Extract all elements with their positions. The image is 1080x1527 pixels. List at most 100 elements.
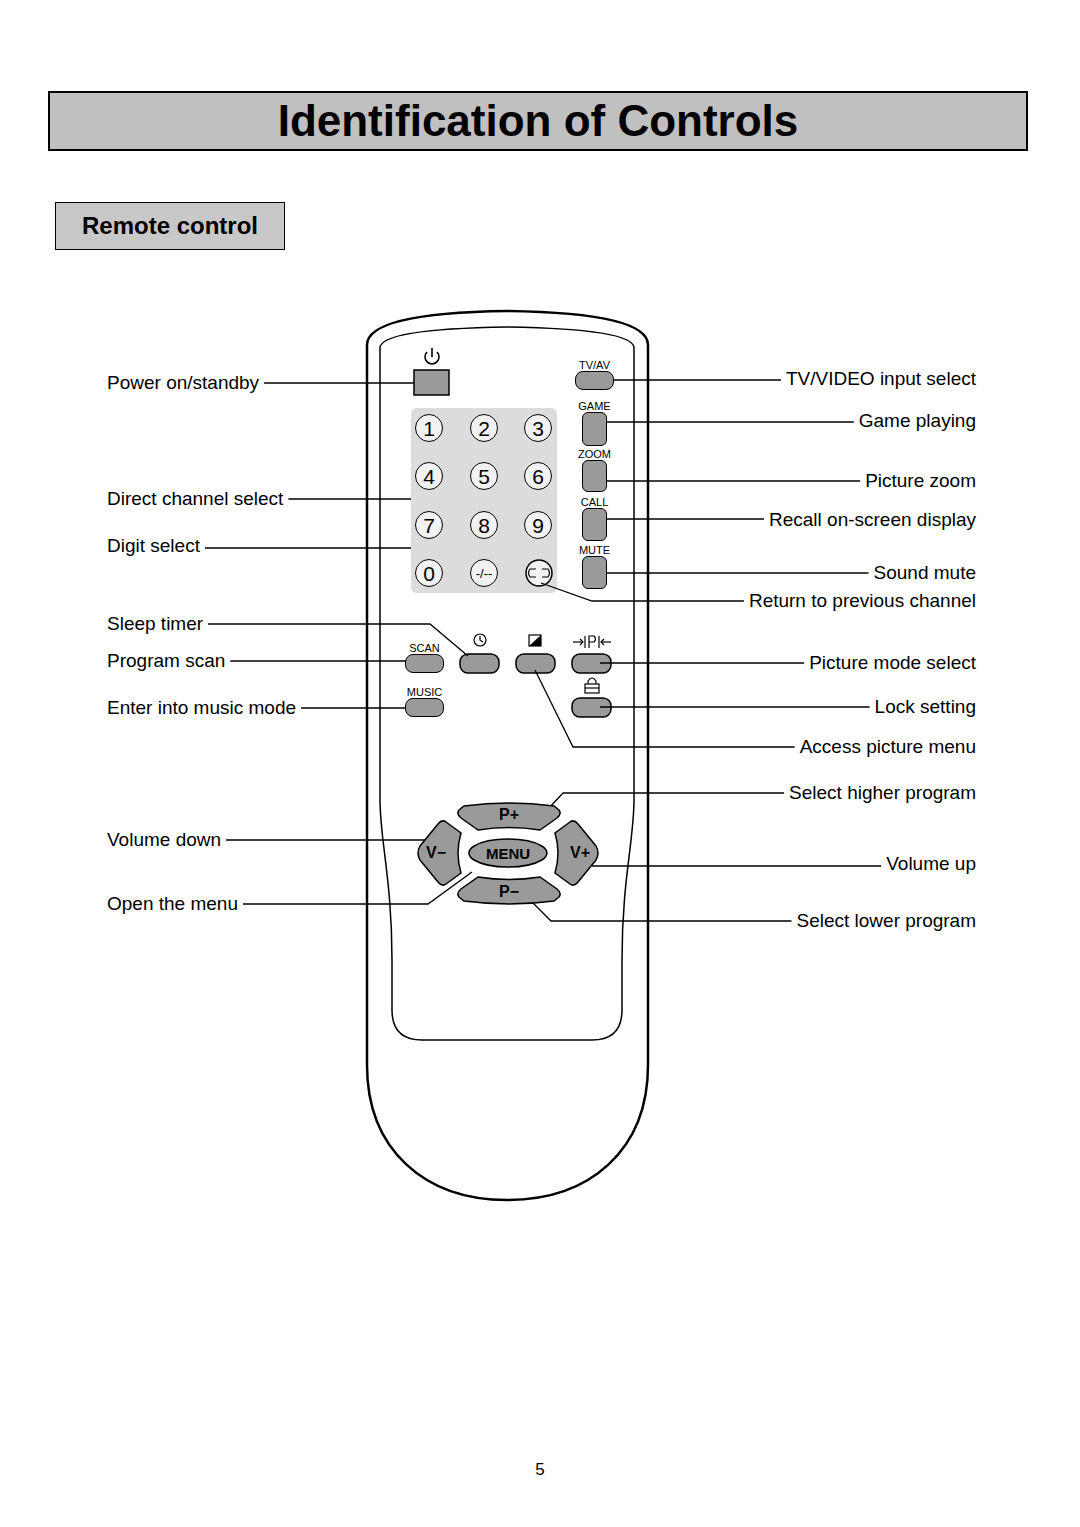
- button-caption: SCAN: [409, 642, 440, 654]
- leader-line: [530, 900, 791, 921]
- button-text: 2: [478, 418, 490, 439]
- leader-line: [301, 707, 408, 708]
- remote-button: CALL: [582, 508, 607, 541]
- callout-label: Select lower program: [796, 910, 976, 932]
- button-text: -/--: [476, 567, 493, 580]
- digit-button: 4: [415, 462, 443, 490]
- remote-button: GAME: [582, 412, 607, 446]
- callout-label: Picture zoom: [865, 470, 976, 492]
- nav-button: MENU: [468, 838, 548, 868]
- picture-mode-icon: [573, 636, 611, 648]
- remote-body: [367, 311, 648, 1200]
- button-caption: GAME: [578, 400, 610, 412]
- keypad-area: [411, 408, 557, 593]
- remote-button: MUSIC: [405, 698, 444, 717]
- leader-line: [600, 421, 854, 422]
- callout-label: Enter into music mode: [107, 697, 296, 719]
- nav-button: V−: [416, 820, 466, 886]
- callout-label: TV/VIDEO input select: [786, 368, 976, 390]
- digit-button: 1: [415, 414, 443, 442]
- callout-label: Picture mode select: [809, 652, 976, 674]
- callout-label: Select higher program: [789, 782, 976, 804]
- digit-button: 0: [415, 559, 443, 587]
- callout-label: Access picture menu: [800, 736, 976, 758]
- remote-button: ZOOM: [582, 460, 607, 492]
- callout-label: Volume down: [107, 829, 221, 851]
- button-text: 7: [423, 515, 435, 536]
- nav-button: P+: [456, 803, 562, 831]
- button-caption: TV/AV: [579, 359, 610, 371]
- leader-line: [535, 670, 795, 747]
- title-box: Identification of Controls: [48, 91, 1028, 151]
- leader-line: [205, 547, 411, 548]
- callout-label: Digit select: [107, 535, 200, 557]
- power-button: [414, 370, 449, 395]
- nav-button: V+: [550, 820, 600, 886]
- button-caption: ZOOM: [578, 448, 611, 460]
- callout-label: Return to previous channel: [749, 590, 976, 612]
- heading-text: Remote control: [82, 214, 258, 238]
- return-icon: [529, 569, 550, 577]
- power-icon: [425, 348, 439, 364]
- digit-button: 3: [524, 414, 552, 442]
- button-text: 1: [423, 418, 435, 439]
- leader-line: [600, 572, 869, 573]
- leader-line: [288, 498, 411, 499]
- button-caption: MUTE: [579, 544, 610, 556]
- callout-label: Open the menu: [107, 893, 238, 915]
- button-text: MENU: [486, 846, 530, 861]
- button-text: 6: [532, 466, 544, 487]
- button-text: V+: [570, 845, 590, 861]
- callout-label: Recall on-screen display: [769, 509, 976, 531]
- leader-line: [600, 706, 870, 707]
- section-tab: Remote control: [55, 202, 285, 250]
- remote-button: SCAN: [405, 654, 444, 673]
- page-number: 5: [535, 1459, 544, 1481]
- remote-button: MUTE: [582, 556, 607, 589]
- button-text: P−: [499, 884, 519, 900]
- digit-button: 6: [524, 462, 552, 490]
- digit-button: 8: [470, 511, 498, 539]
- clock-icon: [474, 634, 486, 646]
- button-text: 9: [532, 515, 544, 536]
- leader-line: [226, 839, 432, 840]
- remote-button: TV/AV: [575, 371, 614, 390]
- digit-button: 9: [524, 511, 552, 539]
- callout-label: Game playing: [859, 410, 976, 432]
- button-caption: MUSIC: [407, 686, 442, 698]
- heading-text: Identification of Controls: [278, 99, 799, 143]
- button-text: 4: [423, 466, 435, 487]
- button-text: 3: [532, 418, 544, 439]
- button-text: P+: [499, 807, 519, 823]
- callout-label: Direct channel select: [107, 488, 283, 510]
- button-text: 0: [423, 563, 435, 584]
- digit-button: 2: [470, 414, 498, 442]
- leader-line: [610, 379, 781, 380]
- callout-label: Volume up: [886, 853, 976, 875]
- callout-label: Power on/standby: [107, 372, 259, 394]
- digit-button: 7: [415, 511, 443, 539]
- return-button: [526, 560, 552, 586]
- nav-button: P−: [456, 876, 562, 904]
- leader-line: [548, 793, 784, 809]
- button-text: 5: [478, 466, 490, 487]
- sleep-button: [460, 654, 499, 673]
- button-caption: CALL: [581, 496, 609, 508]
- leader-line: [600, 662, 804, 663]
- leader-line: [592, 865, 881, 866]
- button-text: V−: [426, 845, 446, 861]
- callout-label: Sound mute: [874, 562, 976, 584]
- picture-icon: [529, 635, 541, 646]
- remote-inner-panel: [380, 327, 634, 1040]
- leader-line: [230, 660, 408, 661]
- digit-button: 5: [470, 462, 498, 490]
- button-text: 8: [478, 515, 490, 536]
- leader-line: [264, 382, 414, 383]
- callout-label: Lock setting: [875, 696, 976, 718]
- leader-line: [600, 518, 764, 519]
- lock-icon: [585, 678, 599, 693]
- callout-label: Sleep timer: [107, 613, 203, 635]
- leader-line: [541, 583, 744, 601]
- digit-button: -/--: [470, 559, 498, 587]
- leader-line: [208, 624, 468, 656]
